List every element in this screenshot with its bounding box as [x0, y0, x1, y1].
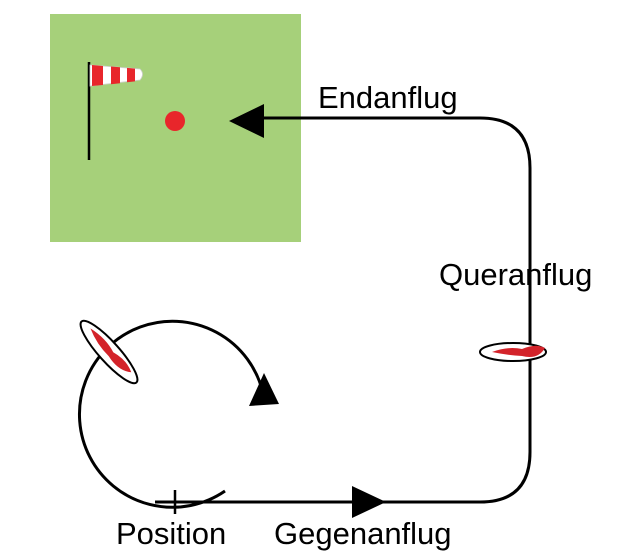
paraglider-icon — [79, 319, 139, 385]
approach-path — [155, 116, 532, 504]
position-label: Position — [116, 516, 226, 551]
downwind-leg-label: Gegenanflug — [274, 516, 452, 551]
final-approach-label: Endanflug — [318, 80, 458, 115]
paraglider-icon — [479, 342, 547, 362]
holding-circle — [77, 319, 265, 509]
base-leg-label: Queranflug — [439, 257, 592, 292]
downwind-arrow — [352, 486, 386, 518]
final-approach-arrow — [229, 104, 264, 138]
windsock-icon — [87, 62, 143, 160]
landing-point-icon — [165, 111, 185, 131]
holding-circle-arrow — [249, 373, 279, 406]
